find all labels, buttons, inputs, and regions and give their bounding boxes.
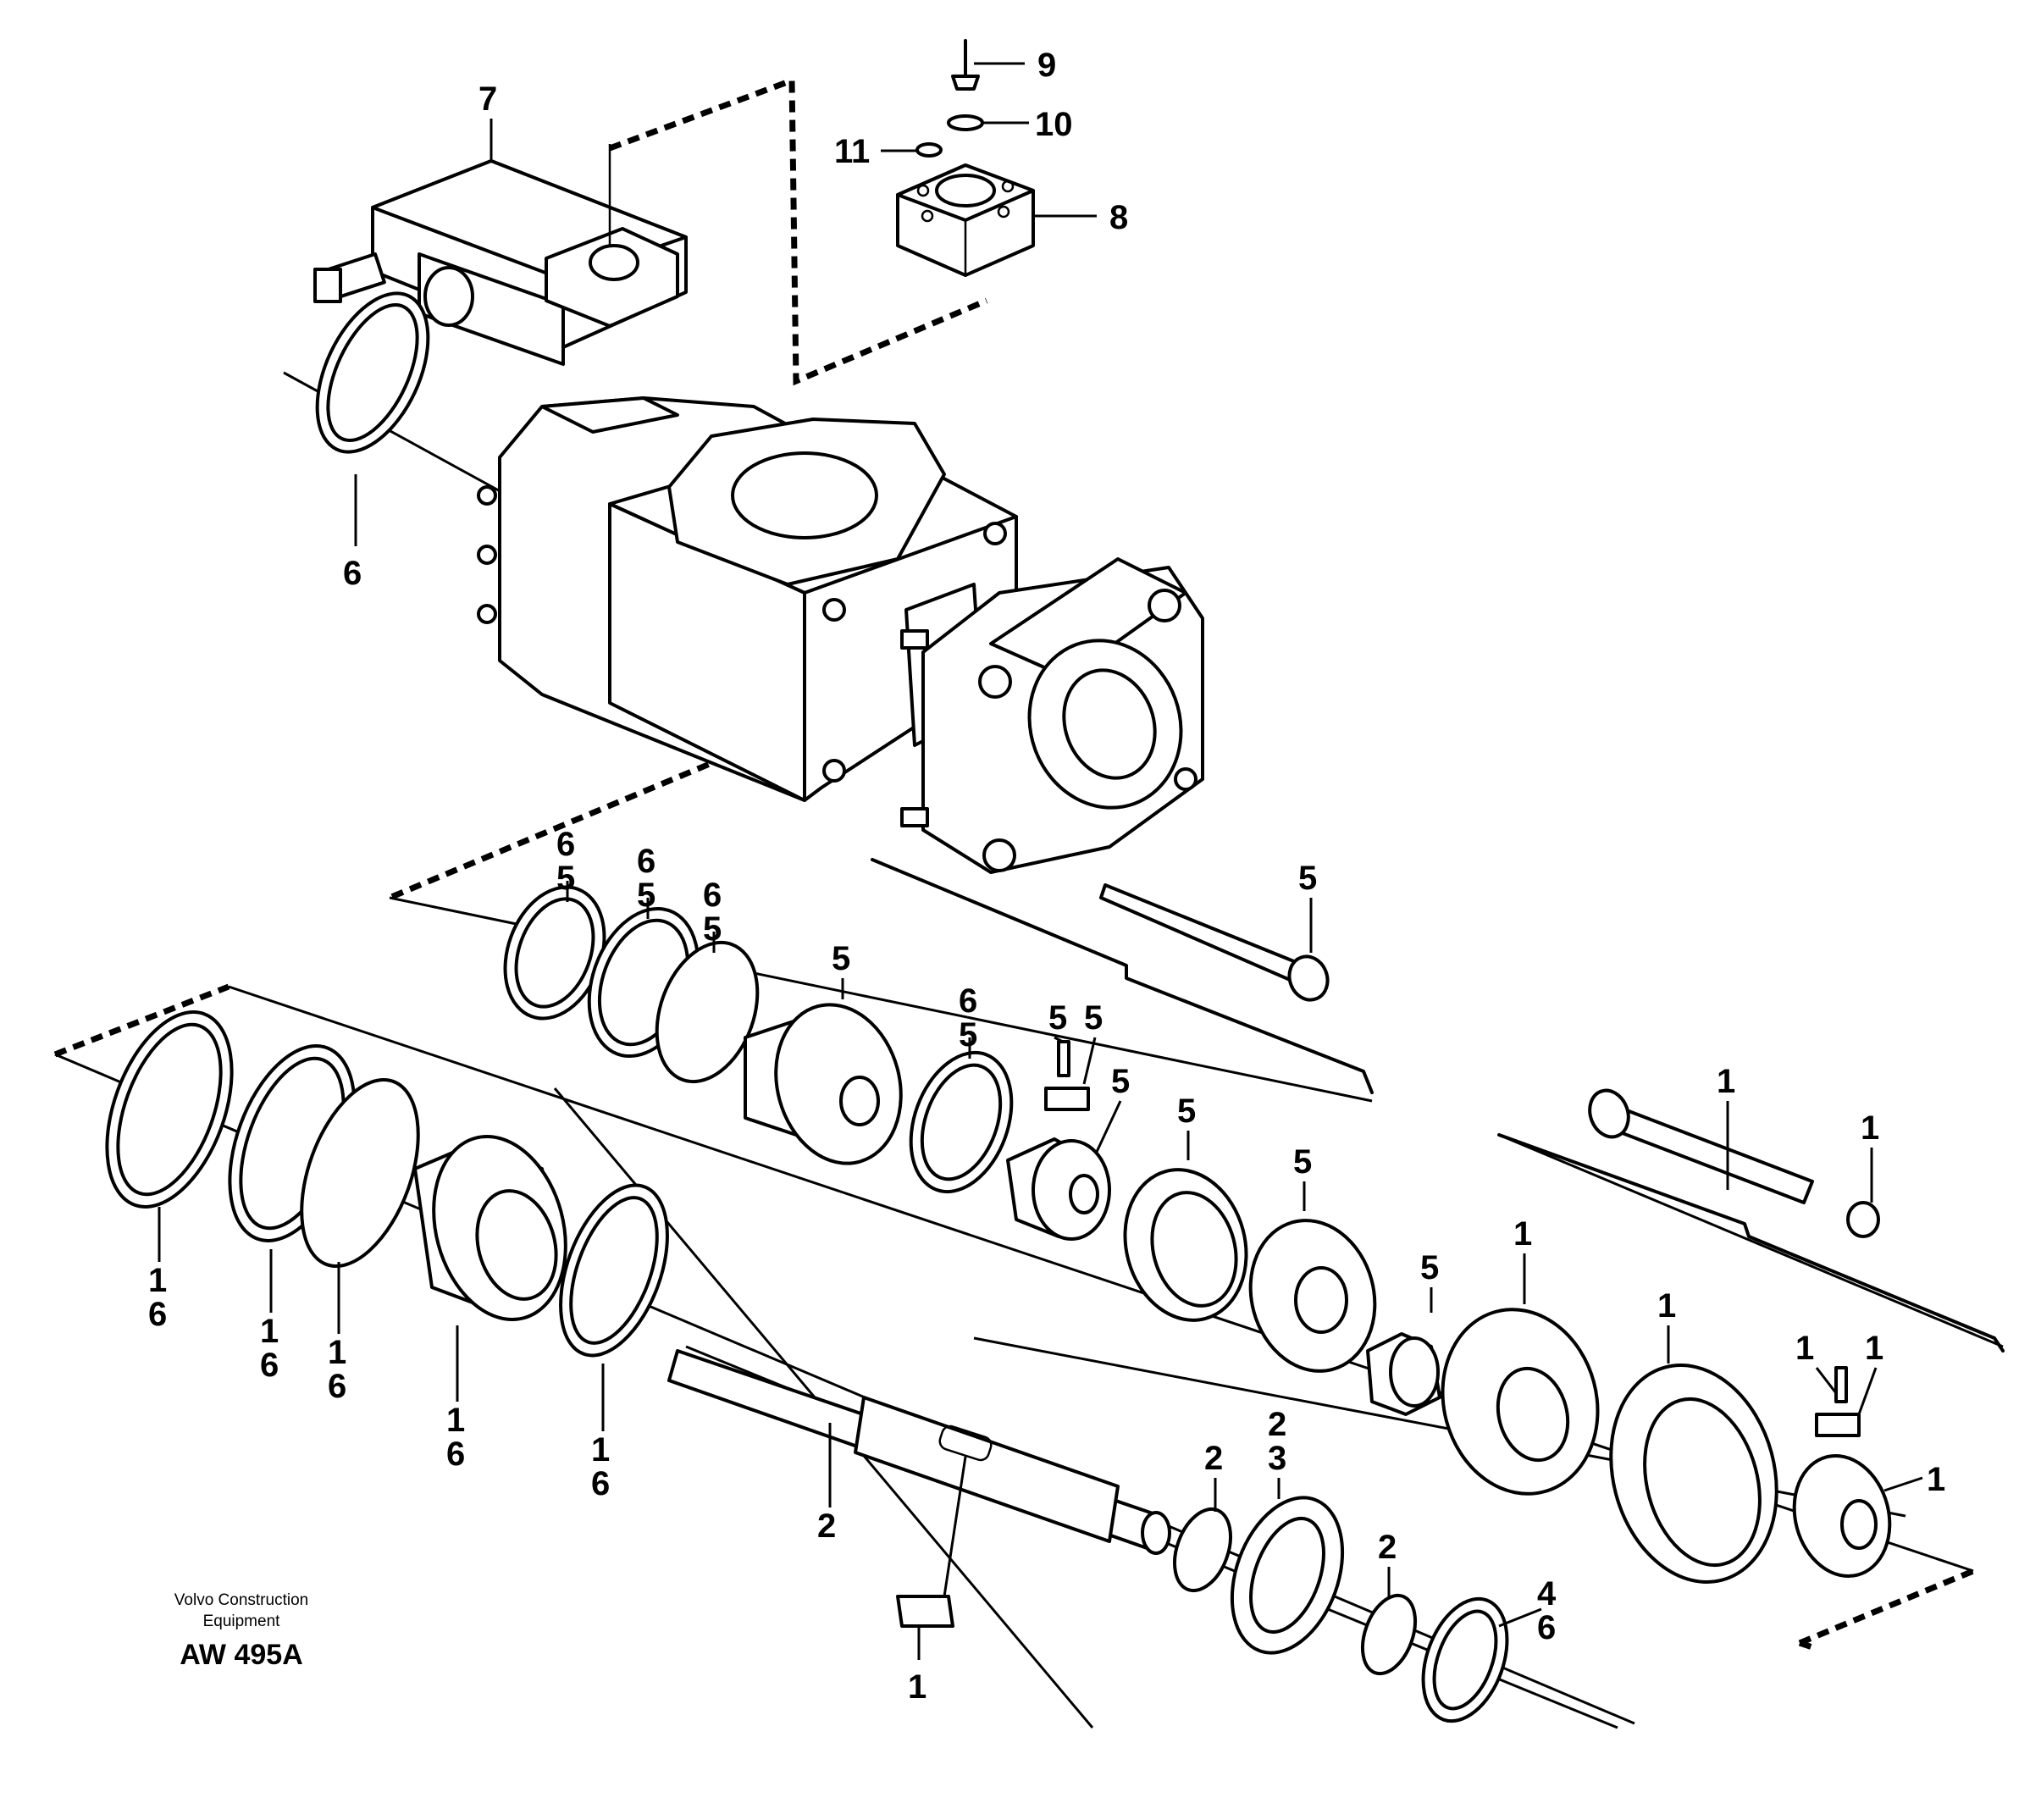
callout-5: 5 [1420,1249,1439,1286]
callout-3: 3 [1268,1440,1286,1477]
callout-1: 1 [260,1313,279,1350]
callout-1: 1 [446,1402,465,1439]
callout-1: 1 [1795,1330,1814,1367]
flange-block-part-8 [896,163,1035,277]
valve-block-part-7 [313,144,688,366]
callout-5: 5 [1298,860,1317,897]
callout-5: 5 [1048,999,1067,1037]
callout-2: 2 [1378,1529,1397,1566]
dashed-connection-lines [53,75,1975,1651]
callout-1: 1 [908,1668,926,1706]
through-bolt-part-5 [1099,883,1330,1002]
callout-5: 5 [832,940,850,977]
callout-6: 6 [556,826,575,863]
drawing-title-block: Volvo Construction Equipment AW 495A [174,1591,308,1671]
callout-6: 6 [343,555,362,592]
callout-6: 6 [637,843,655,880]
upper-seal-row [503,885,1441,1416]
callout-7: 7 [478,80,497,118]
callout-6: 6 [959,982,977,1020]
callout-5: 5 [556,860,575,897]
callout-1: 1 [591,1431,610,1469]
callout-1: 1 [1927,1461,1945,1498]
lower-seal-row [105,1010,669,1358]
callout-5: 5 [637,877,655,914]
screw-and-orings-parts-9-10-11 [915,39,984,158]
callout-6: 6 [1537,1609,1556,1646]
callout-1: 1 [1717,1063,1735,1100]
callout-6: 6 [446,1436,465,1473]
callout-5: 5 [959,1016,977,1054]
callout-1: 1 [1513,1215,1532,1253]
callout-6: 6 [260,1347,279,1384]
callout-1: 1 [1657,1287,1676,1325]
drive-shaft-part-2 [667,1349,1171,1628]
callout-2: 2 [817,1507,836,1545]
callout-5: 5 [703,910,722,948]
callout-11: 11 [834,133,870,170]
callout-1: 1 [1865,1330,1883,1367]
rear-cover [900,557,1204,874]
callout-2: 2 [1204,1440,1223,1477]
callout-6: 6 [591,1465,610,1502]
callout-6: 6 [703,877,722,914]
callout-6: 6 [148,1296,167,1333]
callout-10: 10 [1035,106,1073,143]
bearing-and-seals-parts-2-3-4 [1173,1496,1509,1723]
callout-9: 9 [1037,47,1056,84]
right-rotor-group-part-1 [1441,1088,1892,1584]
drawing-code: AW 495A [180,1639,303,1671]
leader-lines [158,62,1923,1660]
brand-line-1: Volvo Construction [174,1591,308,1609]
callout-1: 1 [1861,1109,1879,1147]
callout-5: 5 [1084,999,1103,1037]
top-oring-part-6 [315,291,430,454]
callout-5: 5 [1177,1093,1196,1130]
callout-5: 5 [1111,1063,1130,1100]
callout-2: 2 [1268,1406,1286,1443]
pump-housing [477,396,1018,802]
callout-4: 4 [1537,1575,1557,1613]
callout-6: 6 [328,1368,346,1405]
brand-line-2: Equipment [203,1613,281,1630]
callout-8: 8 [1109,199,1128,236]
callout-5: 5 [1293,1143,1312,1181]
callout-1: 1 [148,1262,167,1299]
callout-labels: 9 10 11 8 7 6 5 6 5 6 5 6 5 5 6 5 5 5 5 … [148,47,1945,1706]
callout-1: 1 [328,1334,346,1371]
